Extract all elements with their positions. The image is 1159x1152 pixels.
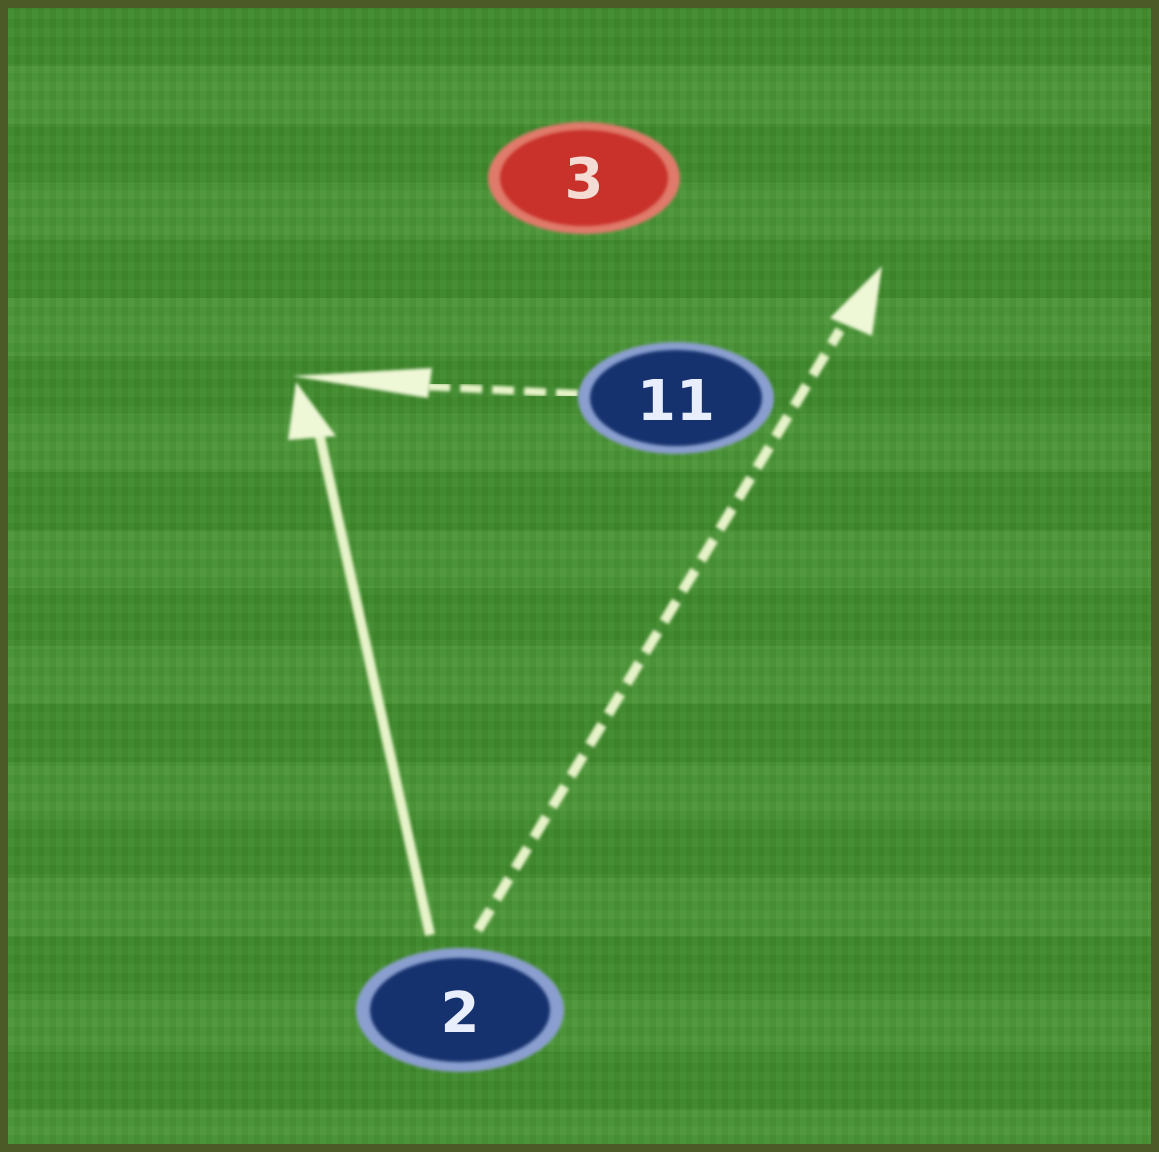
- passer-token[interactable]: 2: [356, 948, 564, 1072]
- receiver-number: 11: [637, 369, 715, 434]
- run-route-line: [318, 428, 430, 935]
- pass-route-arrowhead: [830, 266, 882, 336]
- defender-number: 3: [565, 147, 604, 212]
- short-route-arrowhead: [292, 368, 432, 398]
- passer-number: 2: [441, 981, 480, 1046]
- run-route-arrowhead: [288, 382, 336, 440]
- defender-token[interactable]: 3: [488, 122, 680, 234]
- receiver-token[interactable]: 11: [578, 342, 774, 454]
- short-route-line: [420, 386, 578, 394]
